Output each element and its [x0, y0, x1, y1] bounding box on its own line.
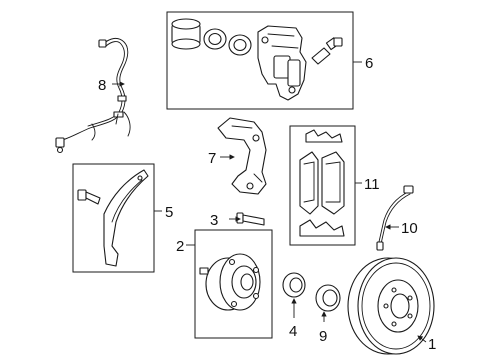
wheel-stud	[236, 212, 265, 226]
splash-shield-group	[72, 163, 155, 273]
brake-hose	[376, 185, 414, 251]
piston-seal	[203, 28, 227, 50]
shield-bolt	[77, 189, 101, 205]
bleeder-cap	[333, 37, 343, 47]
callout-5: 5	[165, 204, 173, 221]
callout-1: 1	[428, 336, 436, 353]
abs-sensor-harness	[55, 37, 131, 154]
caliper-body	[257, 25, 307, 101]
pad-clip-bottom	[299, 219, 345, 237]
wheel-bearing	[282, 272, 306, 298]
dust-boot	[228, 34, 252, 56]
pad-clip-top	[305, 129, 343, 143]
hub-group	[194, 212, 273, 339]
callout-3: 3	[210, 212, 218, 229]
caliper-piston	[171, 18, 201, 50]
callout-8: 8	[98, 77, 106, 94]
brake-pad-inner	[299, 151, 319, 215]
brake-pad-kit-box	[289, 125, 356, 246]
brake-pad-outer	[321, 151, 345, 215]
brake-pad-group	[289, 125, 356, 246]
callout-7: 7	[208, 150, 216, 167]
caliper-bracket	[217, 117, 267, 195]
grease-seal	[315, 284, 341, 312]
caliper-kit-box	[166, 11, 354, 110]
callout-6: 6	[365, 55, 373, 72]
brake-rotor	[347, 257, 435, 355]
hub-box	[194, 229, 273, 339]
callout-10: 10	[401, 220, 418, 237]
splash-shield-box	[72, 163, 155, 273]
callout-11: 11	[364, 176, 380, 193]
callout-9: 9	[319, 328, 327, 345]
sensor-head	[55, 137, 65, 148]
wheel-hub	[199, 253, 261, 311]
splash-shield	[103, 169, 149, 267]
caliper-group	[166, 11, 354, 110]
sensor-connector	[98, 39, 107, 48]
callout-4: 4	[289, 323, 297, 340]
callout-2: 2	[176, 238, 184, 255]
